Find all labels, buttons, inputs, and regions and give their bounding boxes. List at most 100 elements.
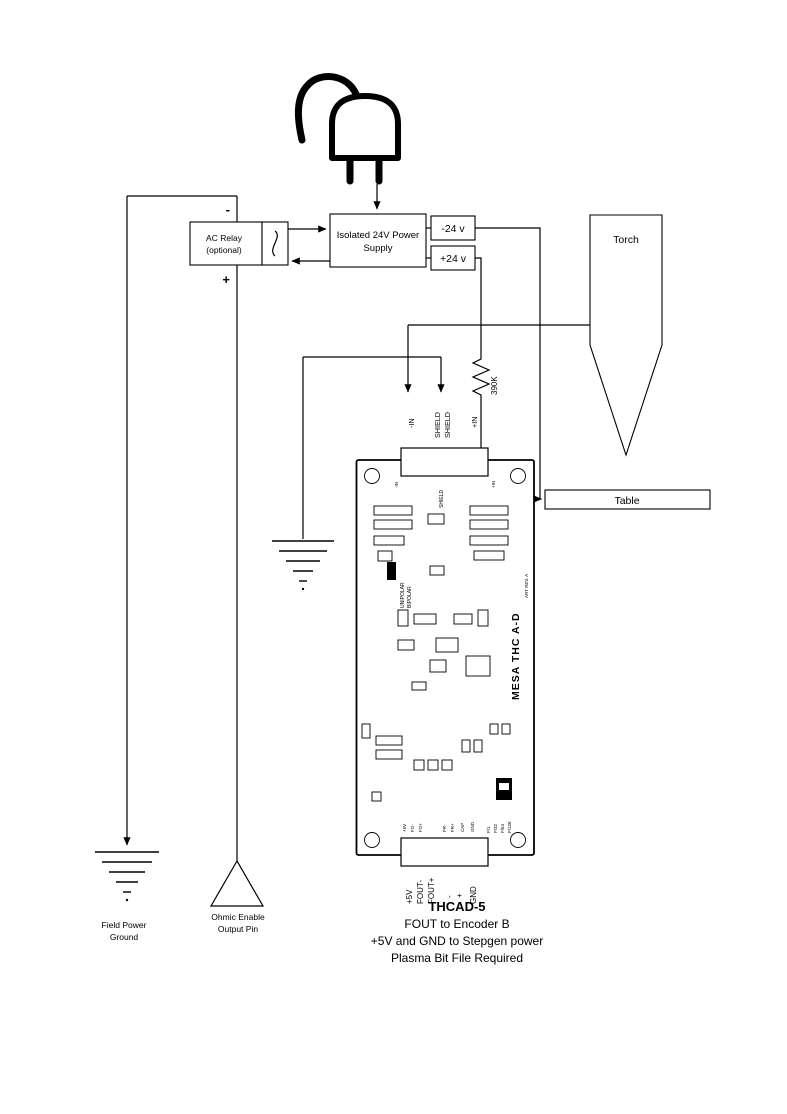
silk-shield: SHIELD	[439, 490, 445, 508]
plus-label: +	[222, 272, 230, 287]
neg-in-label: -IN	[407, 418, 416, 428]
caption-title: THCAD-5	[428, 899, 485, 914]
wires	[123, 184, 590, 861]
component-rect	[377, 550, 393, 562]
resistor-value-label: 390K	[490, 376, 499, 395]
thcad-board: -IN +IN SHIELD	[355, 447, 535, 867]
silk-pin: FO+	[418, 823, 423, 832]
plug-cable	[294, 73, 362, 144]
silk-pin: FR+	[450, 823, 455, 832]
field-ground-label-1: Field Power	[102, 920, 147, 930]
ac-relay-box	[189, 221, 263, 266]
silk-freq: F/1	[486, 826, 491, 833]
ac-relay: - + AC Relay (optional)	[189, 202, 289, 287]
resistor-zigzag	[471, 355, 491, 400]
board-components	[361, 505, 512, 802]
shield-ground-symbol	[272, 540, 334, 591]
ohmic-enable: Ohmic Enable Output Pin	[209, 859, 265, 934]
ic-chip	[465, 655, 491, 677]
table-label: Table	[614, 495, 639, 507]
component-rect	[461, 739, 471, 753]
wire-neg24-to-table	[475, 227, 543, 503]
bottom-pin-label: -	[445, 895, 454, 898]
silk-freq: F/32	[493, 823, 498, 833]
pos-in-label: +IN	[470, 417, 479, 428]
component-rect	[473, 550, 505, 561]
ohmic-label-1: Ohmic Enable	[211, 912, 265, 922]
torch-label: Torch	[613, 234, 639, 246]
silk-pin: CAP	[460, 823, 465, 832]
mounting-hole	[364, 832, 380, 848]
mesa-logo-text: MESA THC A-D	[510, 612, 522, 700]
component-rect	[397, 639, 415, 651]
component-rect	[413, 759, 425, 771]
silk-pin: FO-	[410, 824, 415, 832]
component-rect	[435, 637, 459, 653]
component-rect	[371, 791, 382, 802]
bottom-pin-label: +5V	[405, 889, 414, 904]
pos24-label: +24 v	[440, 253, 467, 265]
plug-body	[329, 93, 401, 161]
neg24-box	[430, 215, 476, 241]
bottom-terminal-connector	[400, 837, 489, 867]
component-rect	[397, 609, 409, 627]
shield-label-b: SHIELD	[443, 412, 452, 438]
mounting-hole	[510, 832, 526, 848]
ohmic-label-2: Output Pin	[218, 924, 258, 934]
bottom-pin-label: +	[455, 893, 464, 898]
component-rect	[469, 505, 509, 516]
silk-pin: +5V	[402, 824, 407, 832]
component-rect	[469, 519, 509, 530]
component-rect	[501, 723, 511, 735]
silk-freq: F/128	[507, 821, 512, 833]
component-rect	[411, 681, 427, 691]
component-rect	[453, 613, 473, 625]
component-rect	[473, 739, 483, 753]
table-box	[544, 489, 711, 510]
rail-pos24: +24 v	[430, 245, 476, 271]
torch-symbol: Torch	[589, 214, 663, 457]
board-input-labels: -IN SHIELD SHIELD +IN	[407, 412, 479, 438]
ac-relay-optional-label: (optional)	[206, 245, 242, 255]
component-rect	[469, 535, 509, 546]
component-rect	[441, 759, 453, 771]
rail-neg24: -24 v	[430, 215, 476, 241]
caption-line-3: Plasma Bit File Required	[391, 951, 523, 965]
wire-pos24-to-resistor	[475, 257, 482, 355]
ground-dot	[301, 587, 305, 591]
bottom-pin-label: FOUT+	[427, 877, 436, 904]
silk-freq: F/64	[500, 823, 505, 833]
ground-dot	[125, 898, 129, 902]
silk-unipolar: UNIPOLAR	[400, 582, 406, 608]
pos24-box	[430, 245, 476, 271]
component-rect	[375, 749, 403, 760]
mounting-hole	[510, 468, 526, 484]
silk-pin: GND	[470, 821, 475, 832]
component-rect	[413, 613, 437, 625]
minus-label: -	[226, 202, 230, 217]
bottom-pin-label: FOUT-	[416, 880, 425, 904]
table-symbol: Table	[544, 489, 711, 510]
board-bottom-labels: +5V FOUT- FOUT+ - + GND	[405, 877, 478, 904]
component-rect	[427, 513, 445, 525]
mounting-hole	[364, 468, 380, 484]
caption-line-2: +5V and GND to Stepgen power	[371, 934, 543, 948]
component-rect	[489, 723, 499, 735]
power-supply: Isolated 24V Power Supply	[329, 213, 427, 268]
silk-neg-in: -IN	[394, 482, 399, 488]
silk-rev: ART REV. A	[524, 574, 529, 598]
ac-relay-label: AC Relay	[206, 233, 243, 243]
caption-line-1: FOUT to Encoder B	[404, 917, 509, 931]
component-rect	[429, 659, 447, 673]
silk-pin: FR-	[442, 824, 447, 832]
component-rect	[373, 519, 413, 530]
torch-outline	[589, 214, 663, 457]
freq-jumper-pin	[499, 783, 509, 790]
field-power-ground-symbol: Field Power Ground	[95, 851, 159, 942]
power-supply-label-2: Supply	[363, 243, 392, 254]
relay-coil-box	[261, 221, 289, 266]
component-rect	[477, 609, 489, 627]
power-supply-label-1: Isolated 24V Power	[337, 230, 419, 241]
